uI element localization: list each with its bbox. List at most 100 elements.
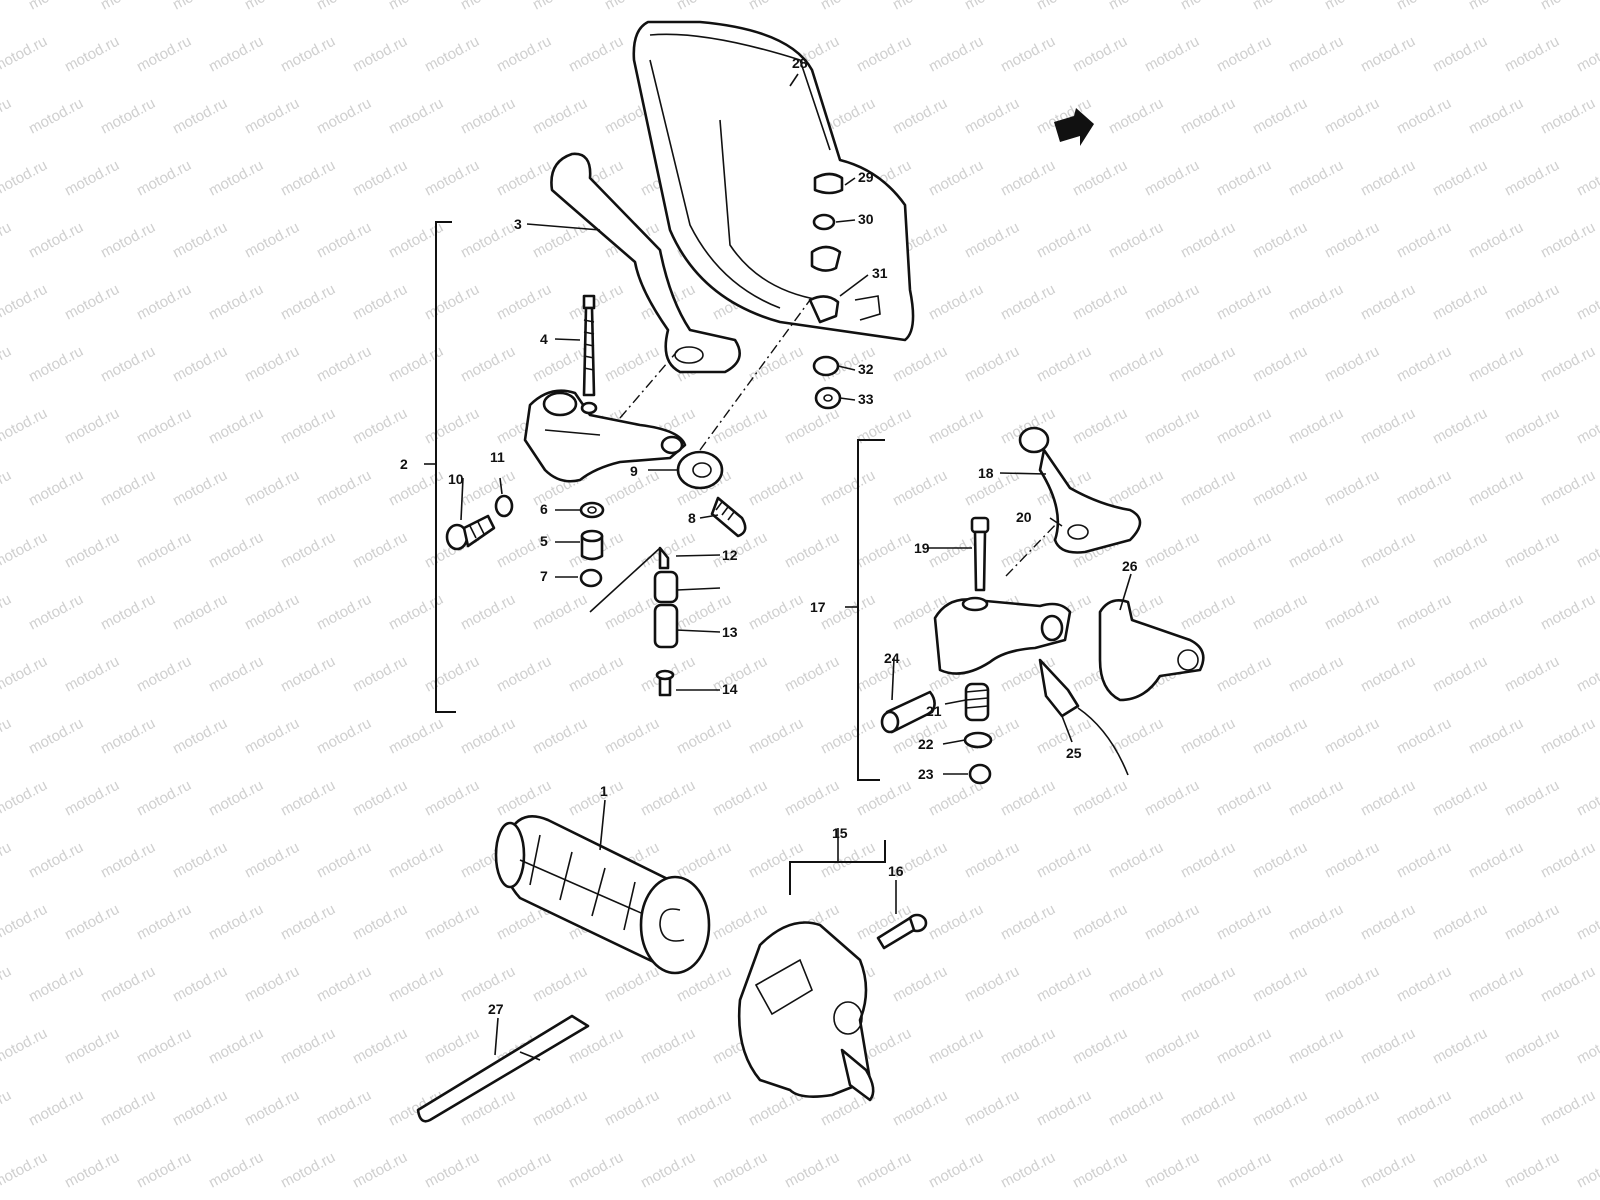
watermark-text: motod.ru xyxy=(962,95,1022,138)
watermark-text: motod.ru xyxy=(26,591,86,634)
watermark-text: motod.ru xyxy=(1322,343,1382,386)
watermark-text: motod.ru xyxy=(962,0,1022,14)
lever-bolt xyxy=(710,496,747,538)
watermark-text: motod.ru xyxy=(1466,219,1526,262)
callout-21: 21 xyxy=(926,703,942,719)
watermark-text: motod.ru xyxy=(98,0,158,14)
bracket-group-2 xyxy=(435,221,456,713)
clamp-bolt xyxy=(445,514,496,551)
watermark-text: motod.ru xyxy=(782,1149,842,1192)
callout-8: 8 xyxy=(688,510,696,526)
watermark-text: motod.ru xyxy=(1070,901,1130,944)
watermark-text: motod.ru xyxy=(278,33,338,76)
callout-3: 3 xyxy=(514,216,522,232)
watermark-text: motod.ru xyxy=(1070,157,1130,200)
watermark-text: motod.ru xyxy=(1322,715,1382,758)
watermark-text: motod.ru xyxy=(314,343,374,386)
watermark-text: motod.ru xyxy=(458,715,518,758)
callout-30: 30 xyxy=(858,211,874,227)
watermark-text: motod.ru xyxy=(494,157,554,200)
watermark-text: motod.ru xyxy=(1430,777,1490,820)
watermark-text: motod.ru xyxy=(1394,591,1454,634)
watermark-text: motod.ru xyxy=(0,281,50,324)
watermark-text: motod.ru xyxy=(62,529,122,572)
watermark-text: motod.ru xyxy=(1538,963,1598,1006)
watermark-text: motod.ru xyxy=(1322,467,1382,510)
washer xyxy=(494,494,514,518)
watermark-text: motod.ru xyxy=(854,529,914,572)
watermark-text: motod.ru xyxy=(1322,1087,1382,1130)
watermark-text: motod.ru xyxy=(1502,529,1562,572)
watermark-text: motod.ru xyxy=(26,715,86,758)
watermark-text: motod.ru xyxy=(278,777,338,820)
watermark-text: motod.ru xyxy=(782,529,842,572)
watermark-text: motod.ru xyxy=(314,95,374,138)
watermark-text: motod.ru xyxy=(62,281,122,324)
watermark-text: motod.ru xyxy=(170,343,230,386)
watermark-text: motod.ru xyxy=(494,281,554,324)
callout-25: 25 xyxy=(1066,745,1082,761)
watermark-text: motod.ru xyxy=(134,1149,194,1192)
watermark-text: motod.ru xyxy=(242,0,302,14)
watermark-text: motod.ru xyxy=(1358,1025,1418,1068)
watermark-text: motod.ru xyxy=(386,0,446,14)
watermark-text: motod.ru xyxy=(1538,467,1598,510)
watermark-text: motod.ru xyxy=(314,467,374,510)
watermark-text: motod.ru xyxy=(422,777,482,820)
watermark-text: motod.ru xyxy=(926,33,986,76)
watermark-text: motod.ru xyxy=(1430,653,1490,696)
watermark-text: motod.ru xyxy=(1178,343,1238,386)
watermark-text: motod.ru xyxy=(1538,591,1598,634)
watermark-text: motod.ru xyxy=(0,405,50,448)
callout-12: 12 xyxy=(722,547,738,563)
watermark-text: motod.ru xyxy=(566,33,626,76)
watermark-text: motod.ru xyxy=(494,1149,554,1192)
watermark-text: motod.ru xyxy=(206,777,266,820)
watermark-text: motod.ru xyxy=(1250,591,1310,634)
watermark-text: motod.ru xyxy=(530,95,590,138)
watermark-text: motod.ru xyxy=(170,1087,230,1130)
watermark-text: motod.ru xyxy=(710,777,770,820)
callout-labels: 28 29 30 31 32 33 3 4 2 10 11 9 6 5 7 8 … xyxy=(400,55,1138,1017)
watermark-text: motod.ru xyxy=(1574,777,1600,820)
watermark-text: motod.ru xyxy=(170,715,230,758)
watermark-text: motod.ru xyxy=(1358,33,1418,76)
watermark-text: motod.ru xyxy=(1502,281,1562,324)
watermark-text: motod.ru xyxy=(1178,715,1238,758)
watermark-text: motod.ru xyxy=(1466,467,1526,510)
watermark-text: motod.ru xyxy=(998,1149,1058,1192)
watermark-text: motod.ru xyxy=(206,1149,266,1192)
watermark-text: motod.ru xyxy=(1394,95,1454,138)
watermark-text: motod.ru xyxy=(314,591,374,634)
watermark-text: motod.ru xyxy=(1502,653,1562,696)
watermark-text: motod.ru xyxy=(1286,901,1346,944)
watermark-text: motod.ru xyxy=(1286,33,1346,76)
watermark-text: motod.ru xyxy=(206,901,266,944)
watermark-text: motod.ru xyxy=(746,839,806,882)
watermark-text: motod.ru xyxy=(314,0,374,14)
watermark-text: motod.ru xyxy=(0,95,14,138)
watermark-text: motod.ru xyxy=(1394,839,1454,882)
watermark-text: motod.ru xyxy=(1070,1149,1130,1192)
watermark-text: motod.ru xyxy=(62,901,122,944)
watermark-text: motod.ru xyxy=(530,343,590,386)
watermark-text: motod.ru xyxy=(314,1087,374,1130)
watermark-text: motod.ru xyxy=(386,219,446,262)
watermark-text: motod.ru xyxy=(62,33,122,76)
watermark-text: motod.ru xyxy=(962,839,1022,882)
clutch-bracket xyxy=(933,596,1072,675)
watermark-text: motod.ru xyxy=(998,777,1058,820)
watermark-text: motod.ru xyxy=(1358,901,1418,944)
callout-15: 15 xyxy=(832,825,848,841)
watermark-text: motod.ru xyxy=(1466,343,1526,386)
watermark-text: motod.ru xyxy=(1430,1025,1490,1068)
watermark-text: motod.ru xyxy=(26,0,86,14)
watermark-text: motod.ru xyxy=(1574,1149,1600,1192)
watermark-text: motod.ru xyxy=(1466,0,1526,14)
watermark-text: motod.ru xyxy=(1034,839,1094,882)
watermark-text: motod.ru xyxy=(206,157,266,200)
watermark-text: motod.ru xyxy=(242,963,302,1006)
watermark-text: motod.ru xyxy=(1322,963,1382,1006)
watermark-text: motod.ru xyxy=(0,901,50,944)
